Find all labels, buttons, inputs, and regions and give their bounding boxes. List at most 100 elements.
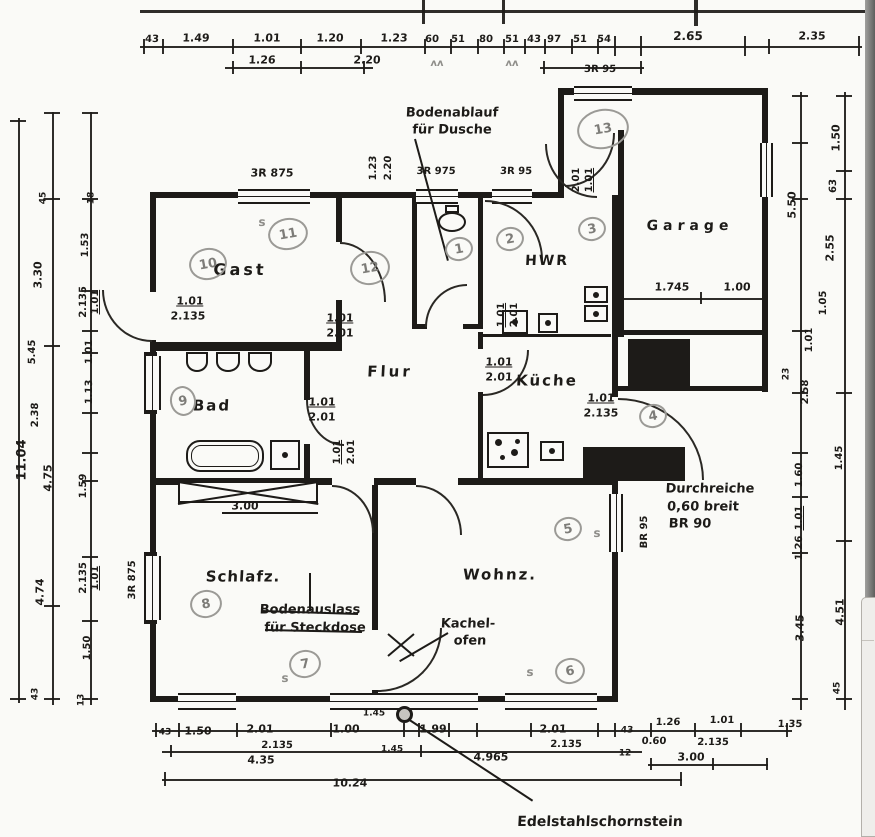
- window-label: 3R 875: [250, 166, 294, 180]
- dimension-label: 1.01: [90, 289, 101, 315]
- dimension-line: [178, 723, 180, 737]
- dimension-label: 1.99: [419, 722, 447, 736]
- dimension-label: 3.00: [677, 750, 705, 764]
- dimension-line: [836, 198, 852, 200]
- dimension-label: 2.135: [260, 740, 294, 751]
- annotation-label: Edelstahlschornstein: [516, 814, 684, 830]
- dimension-label: 10.24: [332, 776, 368, 790]
- marker-number: 5: [562, 520, 574, 538]
- dimension-line: [82, 452, 98, 454]
- leader-line: [222, 512, 318, 514]
- wall-segment: [336, 300, 342, 345]
- dimension-line: [792, 198, 808, 200]
- wall-segment: [612, 195, 618, 397]
- bathtub-symbol: [186, 440, 264, 472]
- dimension-line: [640, 61, 642, 74]
- annotation-label: BR 90: [668, 516, 712, 532]
- door-swing-arc: [332, 485, 374, 533]
- dimension-label: 1.50: [82, 635, 93, 661]
- washbasin-symbol: [186, 352, 208, 372]
- dimension-label: 1.01: [308, 395, 336, 409]
- marker-number: 4: [647, 407, 659, 425]
- window-label: 3R 975: [416, 166, 456, 177]
- dimension-line: [700, 292, 702, 304]
- room-label: Bad: [192, 396, 232, 415]
- annotation-label: Kachel-: [440, 616, 496, 632]
- circled-marker: 8: [187, 587, 225, 621]
- dimension-label: 1.45: [362, 708, 386, 719]
- room-label: Flur: [366, 362, 414, 381]
- wall-segment: [558, 88, 578, 95]
- wall-segment: [616, 330, 768, 335]
- wall-segment: [458, 478, 614, 485]
- marker-number: 13: [592, 120, 614, 138]
- dimension-line: [140, 10, 875, 13]
- dimension-label: 1.20: [316, 31, 344, 45]
- dimension-label: 1.01: [709, 715, 735, 726]
- marker-number: 10: [197, 255, 219, 273]
- dimension-line: [680, 772, 682, 786]
- dimension-label: 2.01: [539, 722, 567, 736]
- fixture-box: [445, 205, 459, 213]
- dimension-line: [544, 39, 546, 54]
- dimension-line: [300, 39, 302, 54]
- dimension-line: [792, 142, 808, 144]
- dimension-label: 18: [86, 191, 97, 205]
- scrollbar-thumb[interactable]: [861, 597, 875, 837]
- dimension-line: [236, 723, 238, 737]
- dimension-line: [597, 39, 599, 54]
- dimension-line: [786, 723, 788, 737]
- fixture-dot: [514, 438, 520, 444]
- dimension-line: [90, 112, 92, 705]
- dimension-line: [792, 496, 808, 498]
- window-symbol: [609, 494, 623, 552]
- wall-segment: [463, 324, 483, 329]
- dimension-line: [502, 0, 505, 24]
- dimension-line: [164, 772, 166, 786]
- dimension-line: [620, 298, 766, 300]
- dimension-label: 1.45: [834, 445, 845, 471]
- dimension-line: [792, 392, 808, 394]
- dimension-line: [44, 698, 60, 700]
- circled-marker: 7: [286, 647, 324, 681]
- window-label: 3R 95: [499, 166, 533, 177]
- fixture-dot: [494, 438, 502, 446]
- dimension-label: 2.65: [672, 29, 704, 43]
- room-label: Garage: [646, 218, 734, 234]
- wall-segment: [304, 444, 310, 480]
- dimension-label: 2.38: [30, 402, 41, 428]
- window-label: BR 95: [639, 515, 650, 549]
- wall-segment: [412, 198, 417, 327]
- dimension-label: 43: [144, 34, 160, 45]
- dimension-label: 2.01: [485, 370, 513, 384]
- fixture-dot: [510, 448, 518, 456]
- dimension-line: [792, 552, 808, 554]
- dimension-line: [44, 198, 60, 200]
- dimension-line: [640, 36, 642, 56]
- dimension-line: [650, 758, 652, 770]
- circled-marker: 5: [552, 514, 584, 544]
- scrollbar-track[interactable]: [865, 0, 875, 837]
- dimension-line: [232, 39, 234, 54]
- dimension-label: 4.75: [41, 464, 55, 492]
- dimension-line: [360, 39, 362, 54]
- annotation-label: für Dusche: [411, 122, 493, 138]
- dimension-label: 1.00: [332, 722, 360, 736]
- fixture-dot: [512, 319, 518, 325]
- marker-number: 3: [586, 220, 598, 238]
- marker-number: 12: [359, 259, 381, 277]
- wall-segment: [372, 485, 378, 630]
- dimension-line: [82, 290, 98, 292]
- dimension-label: 2.01: [326, 326, 354, 340]
- wall-segment: [478, 392, 483, 482]
- dimension-label: 1.01: [587, 391, 615, 405]
- dimension-line: [10, 120, 26, 122]
- dimension-label: 3.45: [793, 614, 807, 642]
- dimension-label: 1.59: [78, 473, 89, 499]
- window-symbol: [178, 693, 236, 710]
- dimension-label: 1.01: [584, 167, 595, 193]
- dimension-line: [844, 92, 846, 710]
- dimension-line: [418, 723, 420, 737]
- dimension-label: 2.135: [549, 739, 583, 750]
- dimension-label: 43: [30, 687, 41, 701]
